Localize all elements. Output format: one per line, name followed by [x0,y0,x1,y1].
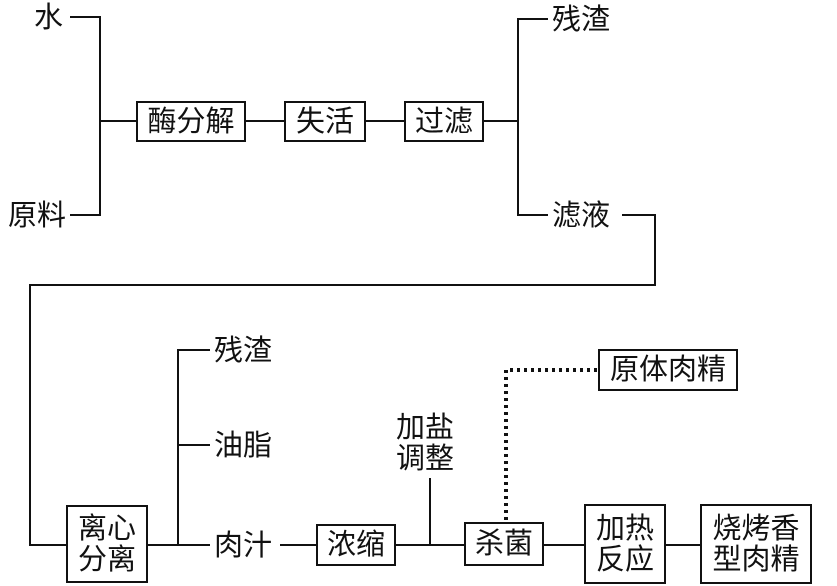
meat-juice-label: 肉汁 [214,528,273,562]
inactivation-label: 失活 [295,103,354,138]
centrifugal-separation-line2: 分离 [77,542,136,576]
water-connector [70,16,101,216]
grease-label: 油脂 [214,428,273,462]
salt-adjust-line2: 调整 [396,441,455,476]
water-label: 水 [34,0,64,34]
residue-mid-label: 残渣 [214,333,273,367]
filtrate-label: 滤液 [552,198,611,232]
original-meat-essence-label: 原体肉精 [609,352,726,387]
filtration-split-connector [517,18,548,216]
salt-adjust-label: 加盐 调整 [396,410,455,476]
heating-reaction-line1: 加热 [595,510,654,545]
roast-flavor-line2: 型肉精 [712,542,800,576]
sterilization-to-original-dotted-connector [504,368,598,520]
concentration-label: 浓缩 [326,527,385,562]
sterilization-box: 杀菌 [464,522,544,566]
sterilization-label: 杀菌 [474,526,533,561]
enzymolysis-box: 酶分解 [136,101,246,142]
filtration-box: 过滤 [404,101,484,142]
centrifugal-separation-box: 离心 分离 [66,505,148,583]
filtration-label: 过滤 [414,103,473,138]
heating-reaction-line2: 反应 [595,542,654,576]
original-meat-essence-box: 原体肉精 [598,349,738,391]
roast-flavor-line1: 烧烤香 [712,510,800,545]
centrifugal-separation-line1: 离心 [77,510,136,545]
inactivation-box: 失活 [284,101,366,142]
filtrate-to-centrifuge-connector [29,214,656,546]
heating-reaction-box: 加热 反应 [584,504,666,584]
raw-material-label: 原料 [8,198,67,232]
centrifuge-outputs-bracket [177,349,210,546]
roast-flavor-meat-essence-box: 烧烤香 型肉精 [700,504,812,584]
concentration-box: 浓缩 [316,524,396,566]
enzymolysis-label: 酶分解 [147,103,235,138]
salt-adjust-line1: 加盐 [396,410,455,444]
residue-top-label: 残渣 [552,2,611,36]
